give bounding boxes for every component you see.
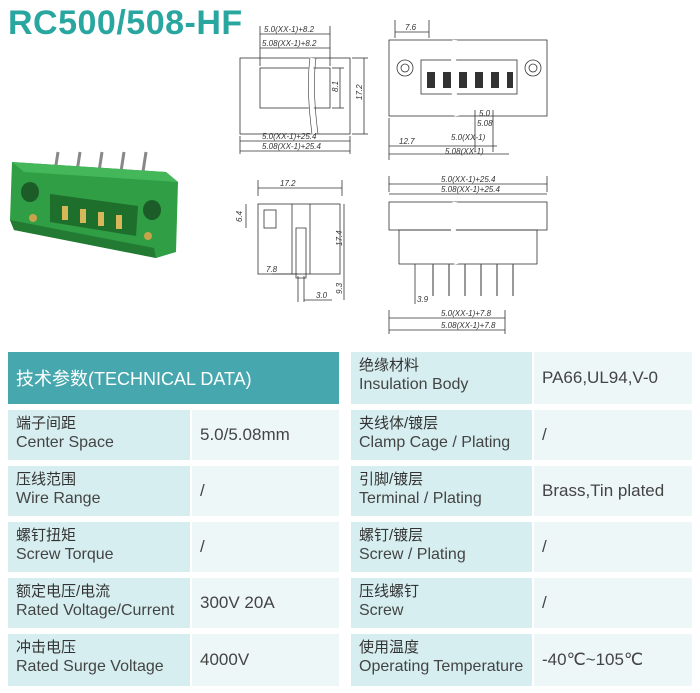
dim-f39: 3.9 [417,295,429,304]
value-clamp-cage: / [534,410,692,460]
dim-bot2: 5.08(XX-1)+25.4 [262,142,321,151]
label-en: Insulation Body [359,376,469,393]
dim-top2: 5.08(XX-1)+8.2 [262,39,317,48]
dim-s93: 9.3 [335,282,344,294]
drawing-bottom-view: 5.0(XX-1)+25.4 5.08(XX-1)+25.4 3.9 5.0(X… [388,175,548,334]
drawing-front-view: 5.0(XX-1)+8.2 5.08(XX-1)+8.2 8.1 17.2 5.… [239,25,368,154]
dim-81: 8.1 [331,81,340,92]
value-operating-temperature: -40℃~105℃ [534,634,692,686]
value-wire-range: / [192,466,339,516]
value-terminal-plating: Brass,Tin plated [534,466,692,516]
value-rated-surge-voltage: 4000V [192,634,339,686]
value-insulation-body: PA66,UL94,V-0 [534,352,692,404]
dim-s30: 3.0 [316,291,328,300]
value-screw-torque: / [192,522,339,572]
page-title: RC500/508-HF [8,4,243,42]
label-insulation-body: 绝缘材料 Insulation Body [351,352,532,404]
dim-bot1: 5.0(XX-1)+25.4 [262,132,317,141]
dim-127: 12.7 [399,137,415,146]
dim-r1: 5.0(XX-1) [451,133,486,142]
value-rated-voltage-current: 300V 20A [192,578,339,628]
dim-s172: 17.2 [280,179,296,188]
drawing-top-view: 7.6 5.0 5.08 12.7 5.0(XX-1) 5.08(XX-1) [388,20,548,160]
dim-50: 5.0 [479,109,491,118]
dim-172a: 17.2 [355,84,364,100]
label-zh: 绝缘材料 [359,357,420,374]
dim-f3: 5.0(XX-1)+7.8 [441,309,492,318]
dim-76: 7.6 [405,23,417,32]
value-center-space: 5.0/5.08mm [192,410,339,460]
table-header: 技术参数(TECHNICAL DATA) [8,352,339,404]
dim-top1: 5.0(XX-1)+8.2 [264,25,315,34]
dim-s78: 7.8 [266,265,278,274]
dim-s64: 6.4 [235,210,244,222]
product-image [10,151,178,258]
dim-508: 5.08 [477,119,493,128]
drawing-side-view: 17.2 6.4 17.4 9.3 7.8 3.0 [235,179,345,302]
dim-f1: 5.0(XX-1)+25.4 [441,175,496,184]
dim-s174: 17.4 [335,230,344,246]
dim-f4: 5.08(XX-1)+7.8 [441,321,496,330]
dim-f2: 5.08(XX-1)+25.4 [441,185,500,194]
value-screw-plating: / [534,522,692,572]
value-screw: / [534,578,692,628]
dim-r2: 5.08(XX-1) [445,147,484,156]
